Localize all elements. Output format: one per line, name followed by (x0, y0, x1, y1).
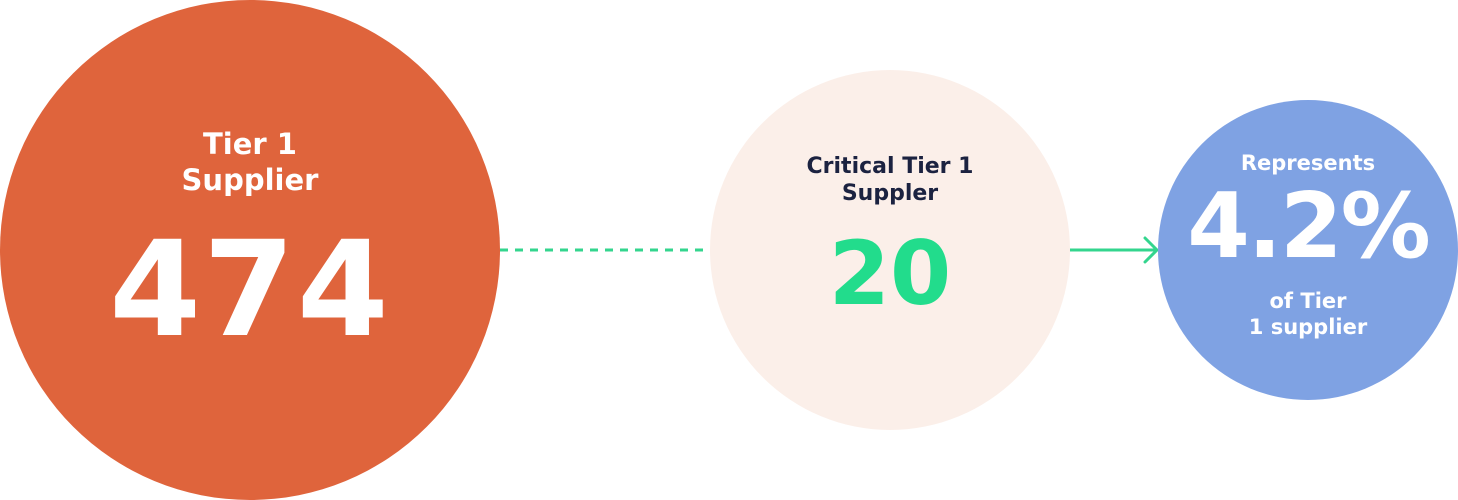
tier1-supplier-circle: Tier 1 Supplier 474 (0, 0, 500, 500)
critical-supplier-circle: Critical Tier 1 Suppler 20 (710, 70, 1070, 430)
arrow-right-icon (1070, 236, 1159, 264)
critical-supplier-label: Critical Tier 1 Suppler (807, 153, 974, 208)
tier1-label-line2: Supplier (181, 163, 319, 197)
critical-label-line1: Critical Tier 1 (806, 153, 974, 179)
tier1-label-line1: Tier 1 (203, 126, 297, 161)
share-percentage-value: 4.2% (1187, 173, 1431, 279)
critical-supplier-count: 20 (828, 221, 952, 325)
share-bottom-label: of Tier 1 supplier (1249, 288, 1367, 341)
arrow-head (1143, 236, 1159, 264)
critical-label-line2: Suppler (841, 181, 939, 206)
share-percentage-circle: Represents 4.2% of Tier 1 supplier (1158, 100, 1458, 400)
tier1-supplier-label: Tier 1 Supplier (182, 126, 319, 199)
share-bottom-line2: 1 supplier (1248, 315, 1368, 340)
share-bottom-line1: of Tier (1269, 288, 1347, 313)
share-top-label: Represents (1240, 150, 1376, 175)
tier1-supplier-count: 474 (109, 213, 391, 368)
